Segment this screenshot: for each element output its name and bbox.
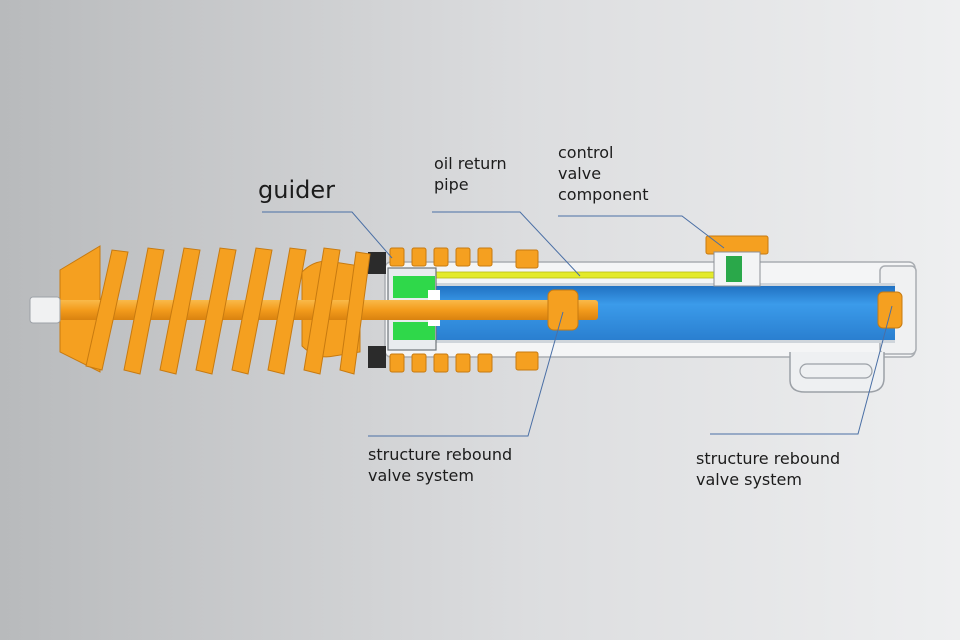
inner-cylinder-top-wall — [430, 283, 895, 286]
collar-thread — [515, 249, 539, 269]
leader-rebound-left — [368, 311, 564, 437]
base-valve — [877, 291, 903, 329]
guider-valve-green-bottom — [393, 322, 435, 340]
spring-coil — [123, 247, 165, 375]
coil-spring — [85, 247, 371, 375]
collar-thread — [515, 351, 539, 371]
control-valve-cap — [705, 235, 769, 255]
leader-oil-return-pipe — [432, 211, 581, 277]
collar-thread — [455, 247, 471, 267]
seal-top — [368, 252, 386, 274]
seal-bottom — [368, 346, 386, 368]
control-valve-core — [726, 256, 742, 282]
spring-coil — [85, 249, 129, 371]
label-line: structure rebound — [696, 449, 841, 468]
collar-thread — [455, 353, 471, 373]
leader-control-valve — [558, 215, 725, 249]
rebound-valve-label-right: structure rebound valve system — [696, 448, 840, 490]
oil-return-pipe — [394, 271, 726, 279]
collar-thread — [411, 353, 427, 373]
control-valve-component-label: control valve component — [558, 142, 649, 205]
spring-coil — [267, 247, 307, 375]
rebound-valve-label-left: structure rebound valve system — [368, 444, 512, 486]
mounting-bracket — [789, 352, 885, 393]
bracket-slot — [799, 363, 873, 379]
collar-thread — [433, 353, 449, 373]
leader-rebound-right — [710, 305, 893, 435]
oil-return-pipe-label: oil return pipe — [434, 153, 507, 195]
label-line: oil return — [434, 154, 507, 173]
threaded-collar — [389, 247, 539, 373]
spring-coil — [159, 247, 201, 375]
label-line: valve — [558, 164, 602, 183]
spring-coil — [339, 251, 371, 375]
rod-end — [29, 296, 61, 324]
label-line: valve system — [368, 466, 474, 485]
collar-thread — [389, 247, 405, 267]
spring-coil — [195, 247, 237, 375]
label-line: structure rebound — [368, 445, 513, 464]
guider-valve-green-top — [393, 276, 435, 298]
label-line: pipe — [434, 175, 469, 194]
spring-coil — [231, 247, 273, 375]
label-line: component — [558, 185, 649, 204]
leader-lines — [262, 211, 893, 437]
collar-thread — [477, 247, 493, 267]
collar-thread — [433, 247, 449, 267]
collar-thread — [477, 353, 493, 373]
label-line: control — [558, 143, 614, 162]
collar-thread — [411, 247, 427, 267]
guider-label: guider — [258, 176, 335, 204]
piston-valve — [547, 289, 579, 331]
leader-guider — [262, 211, 393, 259]
inner-cylinder-bottom-wall — [430, 340, 895, 343]
label-line: valve system — [696, 470, 802, 489]
collar-thread — [389, 353, 405, 373]
spring-coil — [303, 247, 341, 375]
